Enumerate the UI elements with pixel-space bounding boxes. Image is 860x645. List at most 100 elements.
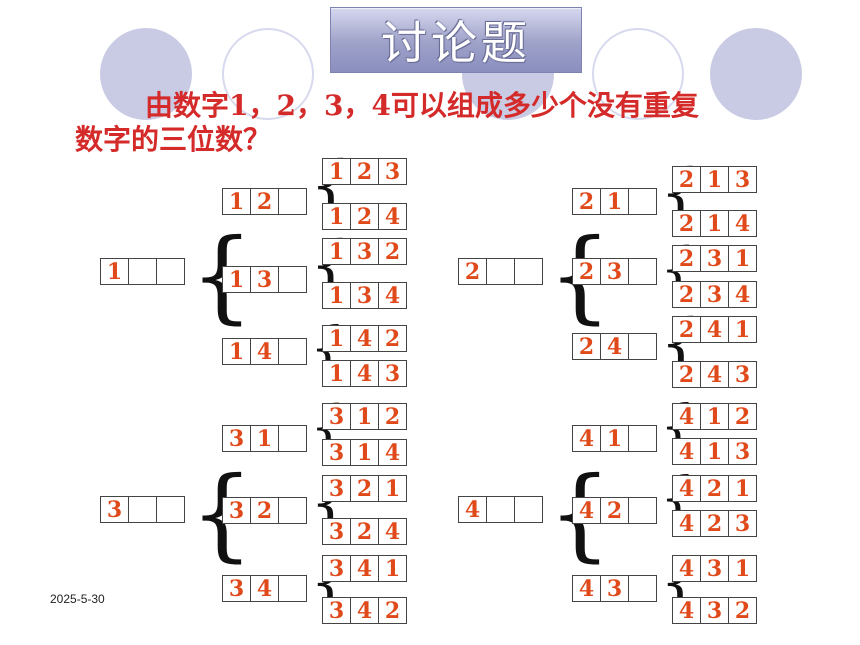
digit-cell: 2 <box>672 316 701 343</box>
digit-cell: 4 <box>250 575 279 602</box>
digit-cell <box>278 575 307 602</box>
digit-cell: 2 <box>572 333 601 360</box>
digit-cell: 1 <box>100 258 129 285</box>
digit-cell: 2 <box>350 518 379 545</box>
digit-cell: 3 <box>350 238 379 265</box>
digit-cell <box>486 496 515 523</box>
digit-cell: 2 <box>572 188 601 215</box>
digit-cell: 3 <box>700 597 729 624</box>
digit-cell: 2 <box>700 475 729 502</box>
digit-cell: 2 <box>458 258 487 285</box>
digit-cell: 1 <box>728 245 757 272</box>
digit-cell: 3 <box>728 438 757 465</box>
digit-cell <box>628 497 657 524</box>
digit-cell: 1 <box>700 403 729 430</box>
digit-cell: 1 <box>600 188 629 215</box>
digit-cell: 2 <box>672 245 701 272</box>
digit-cell: 2 <box>250 188 279 215</box>
digit-cell <box>128 496 157 523</box>
digit-cell: 3 <box>250 266 279 293</box>
digit-cell <box>278 188 307 215</box>
digit-cell <box>628 258 657 285</box>
digit-cell: 1 <box>600 425 629 452</box>
root-number-row: 4 <box>458 496 543 523</box>
digit-cell <box>278 425 307 452</box>
digit-cell: 4 <box>350 360 379 387</box>
digit-cell <box>628 425 657 452</box>
digit-cell: 4 <box>572 425 601 452</box>
digit-cell: 4 <box>672 403 701 430</box>
question-line-1: 由数字1，2，3，4可以组成多少个没有重复 <box>145 89 699 122</box>
digit-cell: 2 <box>378 238 407 265</box>
digit-cell: 4 <box>350 555 379 582</box>
digit-cell: 1 <box>322 158 351 185</box>
digit-cell: 1 <box>322 203 351 230</box>
root-number-row: 2 <box>458 258 543 285</box>
digit-cell <box>514 258 543 285</box>
digit-cell <box>278 338 307 365</box>
digit-cell: 3 <box>350 282 379 309</box>
digit-cell <box>128 258 157 285</box>
digit-cell: 2 <box>350 475 379 502</box>
digit-cell: 1 <box>728 555 757 582</box>
digit-cell: 4 <box>250 338 279 365</box>
digit-cell: 2 <box>728 403 757 430</box>
digit-cell: 1 <box>322 325 351 352</box>
digit-cell: 4 <box>728 281 757 308</box>
digit-cell: 2 <box>672 281 701 308</box>
digit-cell: 4 <box>672 475 701 502</box>
digit-cell: 4 <box>378 439 407 466</box>
digit-cell: 2 <box>250 497 279 524</box>
digit-cell: 3 <box>700 281 729 308</box>
digit-cell: 1 <box>350 439 379 466</box>
slide-title-banner: 讨论题 <box>330 7 582 73</box>
digit-cell: 1 <box>322 238 351 265</box>
question-line-2: 数字的三位数？ <box>75 123 272 156</box>
digit-cell: 1 <box>378 555 407 582</box>
digit-cell <box>628 333 657 360</box>
digit-cell: 4 <box>600 333 629 360</box>
digit-cell <box>628 575 657 602</box>
decor-circle <box>710 28 802 120</box>
digit-cell: 4 <box>700 316 729 343</box>
root-number-row: 1 <box>100 258 185 285</box>
digit-cell: 1 <box>350 403 379 430</box>
digit-cell: 2 <box>600 497 629 524</box>
digit-cell <box>628 188 657 215</box>
digit-cell: 2 <box>672 166 701 193</box>
digit-cell: 3 <box>222 497 251 524</box>
digit-cell: 4 <box>350 325 379 352</box>
digit-cell: 1 <box>322 360 351 387</box>
digit-cell: 3 <box>600 575 629 602</box>
digit-cell: 2 <box>572 258 601 285</box>
digit-cell: 1 <box>222 188 251 215</box>
slide-date: 2025-5-30 <box>50 592 105 606</box>
digit-cell: 3 <box>728 510 757 537</box>
digit-cell: 1 <box>728 475 757 502</box>
digit-cell: 1 <box>728 316 757 343</box>
digit-cell: 4 <box>700 361 729 388</box>
digit-cell: 4 <box>728 210 757 237</box>
digit-cell: 3 <box>322 439 351 466</box>
digit-cell: 3 <box>322 403 351 430</box>
digit-cell: 4 <box>378 282 407 309</box>
digit-cell: 3 <box>100 496 129 523</box>
